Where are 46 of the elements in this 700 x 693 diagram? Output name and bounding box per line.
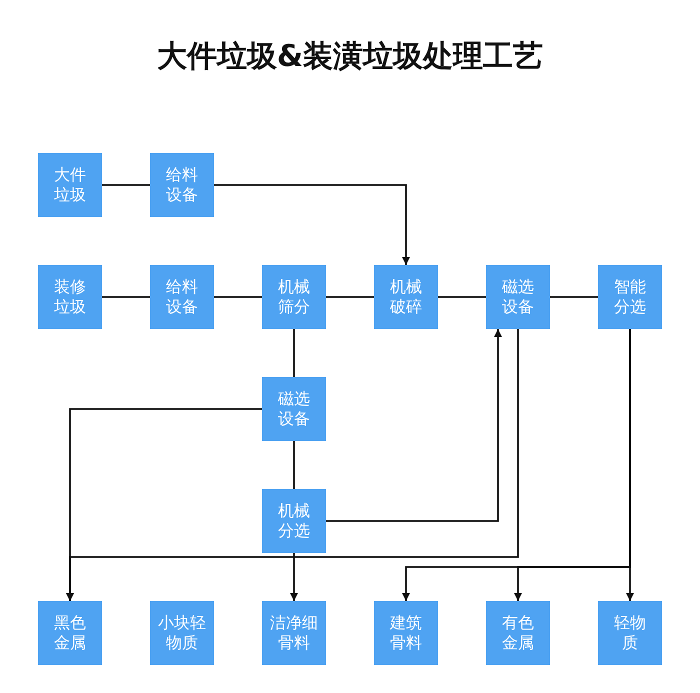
process-box [598, 265, 662, 329]
connector-line [102, 184, 150, 186]
process-box [150, 601, 214, 665]
box-label: 大件垃圾 [53, 165, 87, 205]
process-box [486, 265, 550, 329]
process-box [262, 265, 326, 329]
process-box [38, 601, 102, 665]
process-box [598, 601, 662, 665]
connector-line [293, 329, 295, 377]
arrow [290, 553, 298, 601]
connector-line [326, 296, 374, 298]
box-label: 洁净细骨料 [269, 613, 319, 653]
box-label: 建筑骨料 [389, 613, 423, 653]
arrow [626, 329, 634, 601]
arrow [326, 329, 502, 522]
box-label: 给料设备 [165, 277, 199, 317]
box-label: 有色金属 [501, 613, 535, 653]
box-label: 轻物质 [613, 613, 647, 653]
process-box [374, 265, 438, 329]
box-label: 小块轻物质 [157, 613, 207, 653]
process-box [262, 489, 326, 553]
box-label: 装修垃圾 [53, 277, 87, 317]
process-box [150, 153, 214, 217]
box-label: 磁选设备 [501, 277, 535, 317]
connector-line [438, 296, 486, 298]
arrow [214, 184, 410, 265]
process-box [486, 601, 550, 665]
connector-line [102, 296, 150, 298]
box-label: 机械破碎 [389, 277, 423, 317]
box-label: 机械分选 [277, 501, 311, 541]
arrow [66, 329, 519, 601]
box-label: 磁选设备 [277, 389, 311, 429]
process-box [38, 153, 102, 217]
connector-line [550, 296, 598, 298]
connector-line [293, 441, 295, 489]
process-box [374, 601, 438, 665]
process-box [262, 377, 326, 441]
box-label: 机械筛分 [277, 277, 311, 317]
process-box [262, 601, 326, 665]
process-box [38, 265, 102, 329]
process-box [150, 265, 214, 329]
box-label: 智能分选 [613, 277, 647, 317]
box-label: 给料设备 [165, 165, 199, 205]
connector-line [214, 296, 262, 298]
diagram-title: 大件垃圾&装潢垃圾处理工艺 [156, 38, 544, 76]
box-label: 黑色金属 [53, 613, 87, 653]
